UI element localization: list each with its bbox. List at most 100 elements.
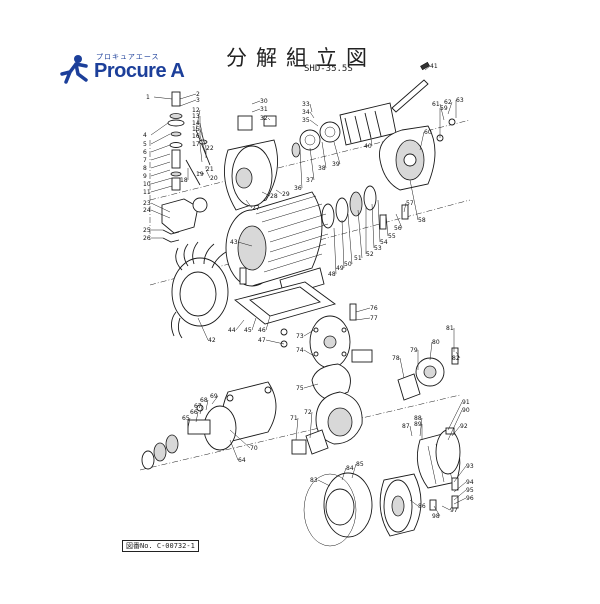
leader-line: [205, 399, 209, 411]
callout-number: 19: [196, 171, 204, 178]
callout-number: 25: [143, 227, 151, 234]
callout-number: 7: [143, 157, 147, 164]
part-washer: [169, 142, 183, 148]
part-stator-winding: [171, 241, 229, 339]
leader-line: [429, 341, 433, 361]
leader-line: [453, 465, 467, 483]
callout-number: 56: [394, 225, 402, 232]
part-lead-wires: [175, 241, 227, 271]
callout-number: 95: [466, 487, 474, 494]
part-seal-ring: [349, 191, 363, 217]
leader-line: [150, 153, 171, 161]
leader-line: [299, 149, 303, 189]
callout-number: 9: [143, 173, 147, 180]
callout-number: 21: [206, 166, 214, 173]
part-bolt: [239, 267, 247, 285]
callout-number: 12: [192, 107, 200, 114]
callout-number: 93: [466, 463, 474, 470]
part-bearing-housing: [235, 167, 253, 189]
leader-line: [309, 411, 313, 439]
running-figure-icon: [60, 55, 88, 84]
brand-subtitle: プロキュアエース: [96, 53, 160, 61]
callout-number: 18: [180, 177, 188, 184]
leader-line: [295, 417, 299, 441]
leader-line: [265, 339, 285, 345]
part-seal-ring: [165, 434, 179, 454]
callout-number: 68: [200, 397, 208, 404]
callout-number: 84: [346, 465, 354, 472]
callout-number: 82: [452, 355, 460, 362]
callout-number: 60: [424, 129, 432, 136]
leader-line: [197, 317, 209, 341]
part-ring: [198, 139, 208, 145]
leader-line: [303, 383, 319, 389]
callout-number: 39: [332, 161, 340, 168]
part-bracket-right: [379, 118, 456, 230]
callout-number: 27: [252, 205, 260, 212]
part-key: [420, 61, 430, 71]
leader-line: [150, 133, 171, 145]
callout-number: 43: [230, 239, 238, 246]
leader-line: [229, 439, 239, 461]
callout-number: 36: [294, 185, 302, 192]
part-gasket-ring: [192, 197, 208, 213]
drawing-number: 図番No. C-00732-1: [122, 540, 199, 552]
leader-line: [199, 143, 203, 163]
callout-number: 28: [270, 193, 278, 200]
callout-number: 62: [444, 99, 452, 106]
leader-line: [399, 357, 405, 379]
callout-number: 67: [194, 403, 202, 410]
part-seal-ring: [153, 442, 167, 462]
leader-line: [275, 189, 283, 195]
callout-number: 15: [192, 126, 200, 133]
leader-line: [150, 161, 171, 169]
callout-number: 30: [260, 98, 268, 105]
part-stator-frame: [225, 191, 329, 297]
part-bolt: [349, 303, 357, 321]
leader-line: [447, 101, 453, 115]
part-rod: [195, 129, 211, 166]
leader-line: [341, 219, 345, 269]
leader-line: [409, 499, 419, 507]
callout-number: 63: [456, 97, 464, 104]
leader-line: [205, 169, 211, 179]
callout-number: 4: [143, 132, 147, 139]
callout-number: 89: [414, 421, 422, 428]
part-seal: [170, 171, 182, 177]
leader-line: [237, 241, 253, 247]
callout-number: 34: [302, 109, 310, 116]
part-pin: [185, 159, 201, 186]
part-bolt: [171, 91, 181, 107]
leader-line: [309, 111, 315, 119]
leader-line: [441, 505, 451, 511]
callout-number: 51: [354, 255, 362, 262]
callout-number: 86: [418, 503, 426, 510]
leader-line: [409, 425, 413, 437]
callout-number: 91: [462, 399, 470, 406]
leader-line: [179, 99, 197, 107]
leader-line: [351, 463, 357, 479]
part-bolt: [379, 214, 387, 230]
part-bolt: [451, 347, 459, 365]
part-screw: [162, 229, 180, 235]
leader-line: [409, 179, 419, 221]
part-plug: [171, 149, 181, 169]
leader-line: [309, 103, 313, 113]
part-screw: [448, 118, 456, 126]
part-nut: [280, 328, 288, 336]
part-nut: [445, 427, 455, 435]
callout-number: 40: [364, 143, 372, 150]
part-lead-wires: [171, 311, 183, 339]
callout-number: 45: [244, 327, 252, 334]
callout-number: 55: [388, 233, 396, 240]
part-packing: [170, 131, 182, 137]
part-shaft: [391, 79, 429, 113]
part-bearing: [299, 129, 321, 151]
callout-number: 90: [462, 407, 470, 414]
leader-line: [150, 185, 173, 193]
leader-line: [267, 117, 271, 121]
callout-number: 97: [450, 507, 458, 514]
part-sleeve: [397, 373, 421, 401]
callout-number: 88: [414, 415, 422, 422]
